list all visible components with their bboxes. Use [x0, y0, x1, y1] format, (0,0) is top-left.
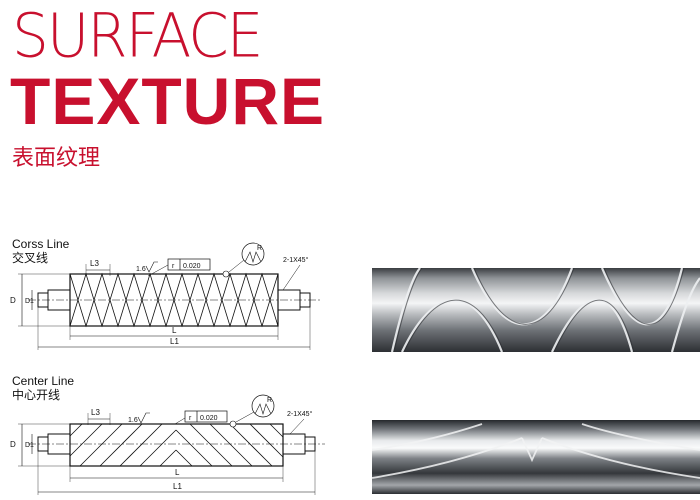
center-line-drawing: D D1 L3 1.6 r 0.020 R 2-1X45° L L1 — [10, 394, 325, 495]
cross-roughness: 1.6 — [136, 266, 146, 273]
center-chamfer: 2-1X45° — [287, 410, 313, 418]
cross-dim-l1: L1 — [170, 337, 179, 346]
cross-runout-value: 0.020 — [183, 263, 201, 270]
cross-dim-d1: D1 — [25, 298, 34, 305]
center-dim-d: D — [10, 440, 16, 449]
cross-line-roller-photo — [372, 268, 700, 352]
cross-dim-l: L — [172, 326, 177, 335]
cross-chamfer: 2-1X45° — [283, 256, 309, 264]
center-runout-symbol: r — [189, 415, 192, 422]
cross-dim-l3: L3 — [90, 259, 99, 268]
cross-line-label-cn: 交叉线 — [12, 251, 49, 265]
title-texture: TEXTURE — [10, 64, 326, 138]
cross-radius: R — [257, 245, 262, 252]
cross-runout-symbol: r — [172, 263, 175, 270]
center-line-label-cn: 中心开线 — [12, 388, 61, 402]
center-roughness: 1.6 — [128, 417, 138, 424]
center-line-roller-photo — [372, 420, 700, 494]
center-dim-l: L — [175, 468, 180, 477]
center-radius: R — [267, 397, 272, 404]
title-surface: SURFACE — [12, 0, 263, 72]
cross-line-label: Corss Line 交叉线 — [12, 237, 69, 265]
center-dim-l1: L1 — [173, 482, 182, 491]
cross-line-drawing: D D1 L3 1.6 r 0.020 R 2-1X45° L L1 — [10, 242, 320, 350]
center-runout-value: 0.020 — [200, 415, 218, 422]
cross-line-label-en: Corss Line — [12, 237, 70, 251]
center-line-label-en: Center Line — [12, 374, 75, 388]
center-dim-d1: D1 — [25, 442, 34, 449]
cross-dim-d: D — [10, 296, 16, 305]
center-dim-l3: L3 — [91, 408, 100, 417]
title-chinese: 表面纹理 — [12, 146, 101, 171]
center-line-label: Center Line 中心开线 — [12, 374, 74, 402]
